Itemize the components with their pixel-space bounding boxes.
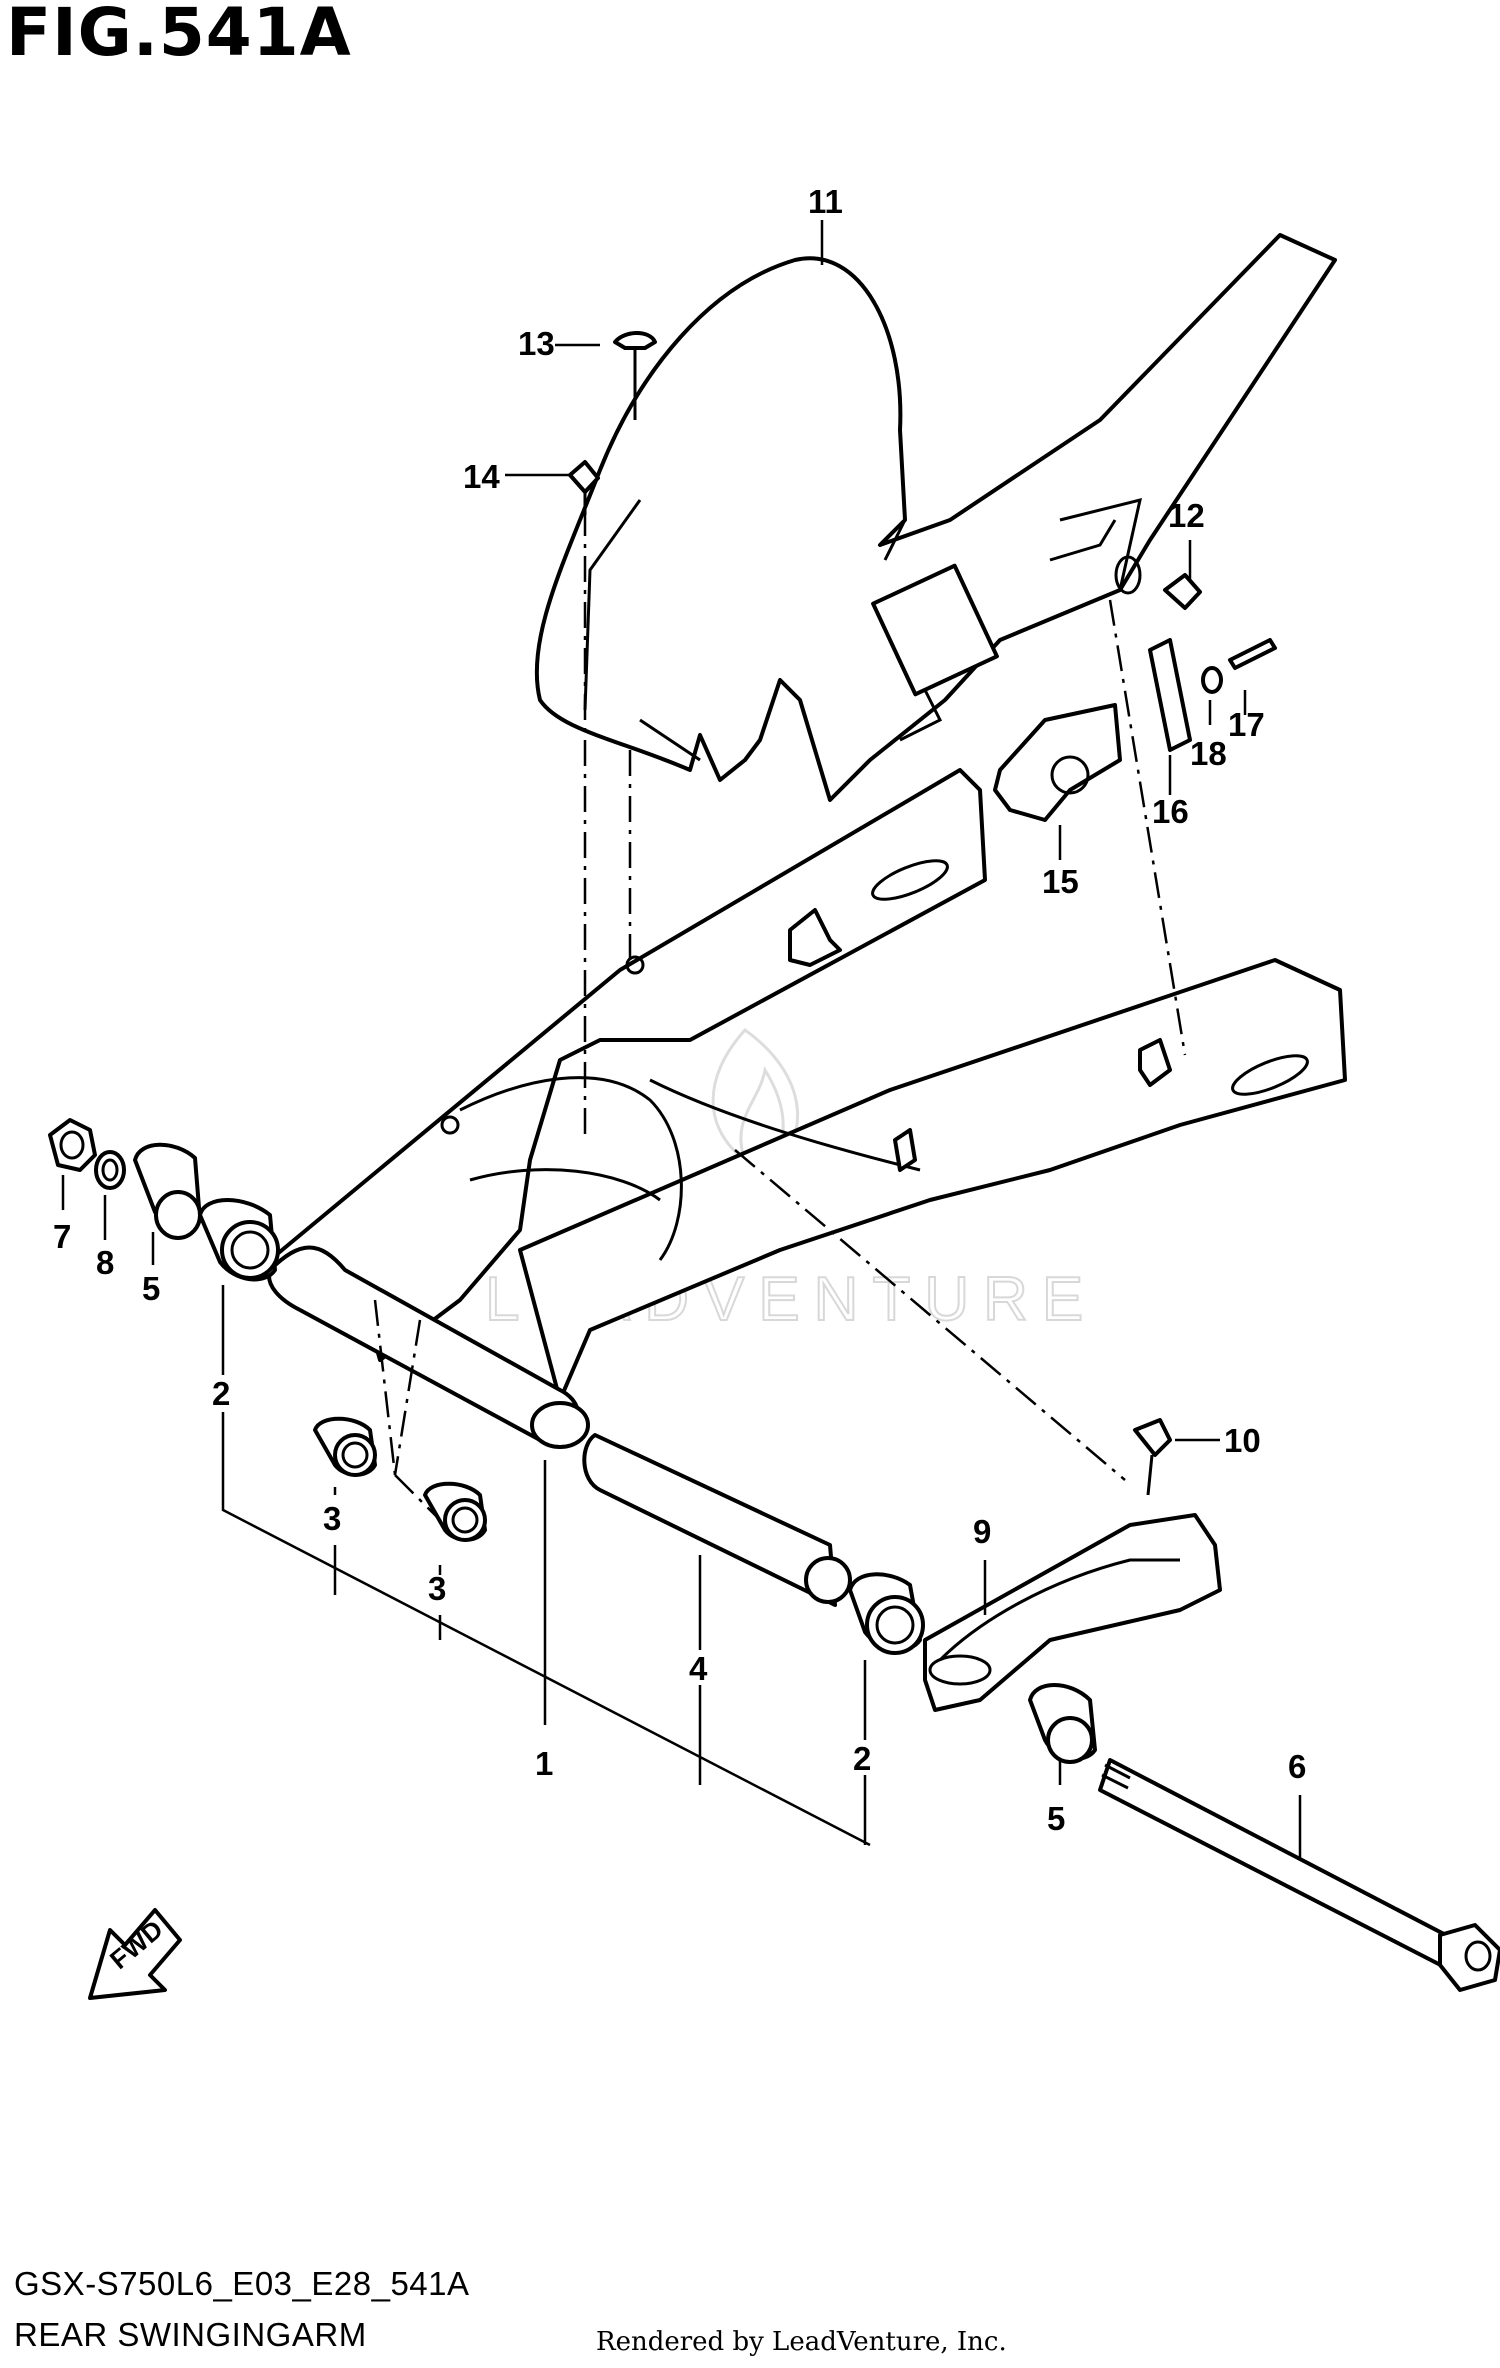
callout-5b: 5 — [1047, 1800, 1065, 1837]
fwd-direction-arrow: FWD — [88, 1908, 182, 2000]
figure-caption: REAR SWINGINGARM — [14, 2316, 367, 2353]
pivot-shaft-part-6 — [1098, 1758, 1500, 1992]
callout-9: 9 — [973, 1513, 991, 1550]
fasteners-and-brackets — [568, 331, 1277, 1496]
figure-code: GSX-S750L6_E03_E28_541A — [14, 2265, 470, 2302]
figure-title: FIG.541A — [6, 0, 352, 71]
callout-13: 13 — [518, 325, 555, 362]
callout-8: 8 — [96, 1244, 114, 1281]
callout-5a: 5 — [142, 1270, 160, 1307]
callout-18: 18 — [1190, 735, 1227, 772]
callout-2b: 2 — [853, 1740, 871, 1777]
callout-leaders — [61, 220, 1302, 1860]
chain-buffer-part-9 — [923, 1513, 1222, 1712]
callout-16: 16 — [1152, 793, 1189, 830]
rear-fender-part-11 — [534, 233, 1337, 802]
callout-2a: 2 — [212, 1375, 230, 1412]
swingarm-part-1 — [267, 563, 1347, 1449]
callout-1: 1 — [535, 1745, 553, 1782]
callout-12: 12 — [1168, 497, 1205, 534]
callout-numbers: 11 13 14 12 17 18 16 15 10 9 6 5 7 8 5 2… — [53, 183, 1306, 1837]
callout-17: 17 — [1228, 706, 1265, 743]
callout-6: 6 — [1288, 1748, 1306, 1785]
callout-3b: 3 — [428, 1570, 446, 1607]
callout-10: 10 — [1224, 1422, 1261, 1459]
callout-14: 14 — [463, 458, 500, 495]
callout-7: 7 — [53, 1218, 71, 1255]
callout-4: 4 — [689, 1650, 708, 1687]
callout-3a: 3 — [323, 1500, 341, 1537]
callout-15: 15 — [1042, 863, 1079, 900]
small-parts — [48, 1118, 1097, 1764]
callout-11: 11 — [808, 183, 843, 220]
render-credit: Rendered by LeadVenture, Inc. — [596, 2327, 1007, 2357]
assembly-guide-lines — [373, 510, 1187, 1521]
